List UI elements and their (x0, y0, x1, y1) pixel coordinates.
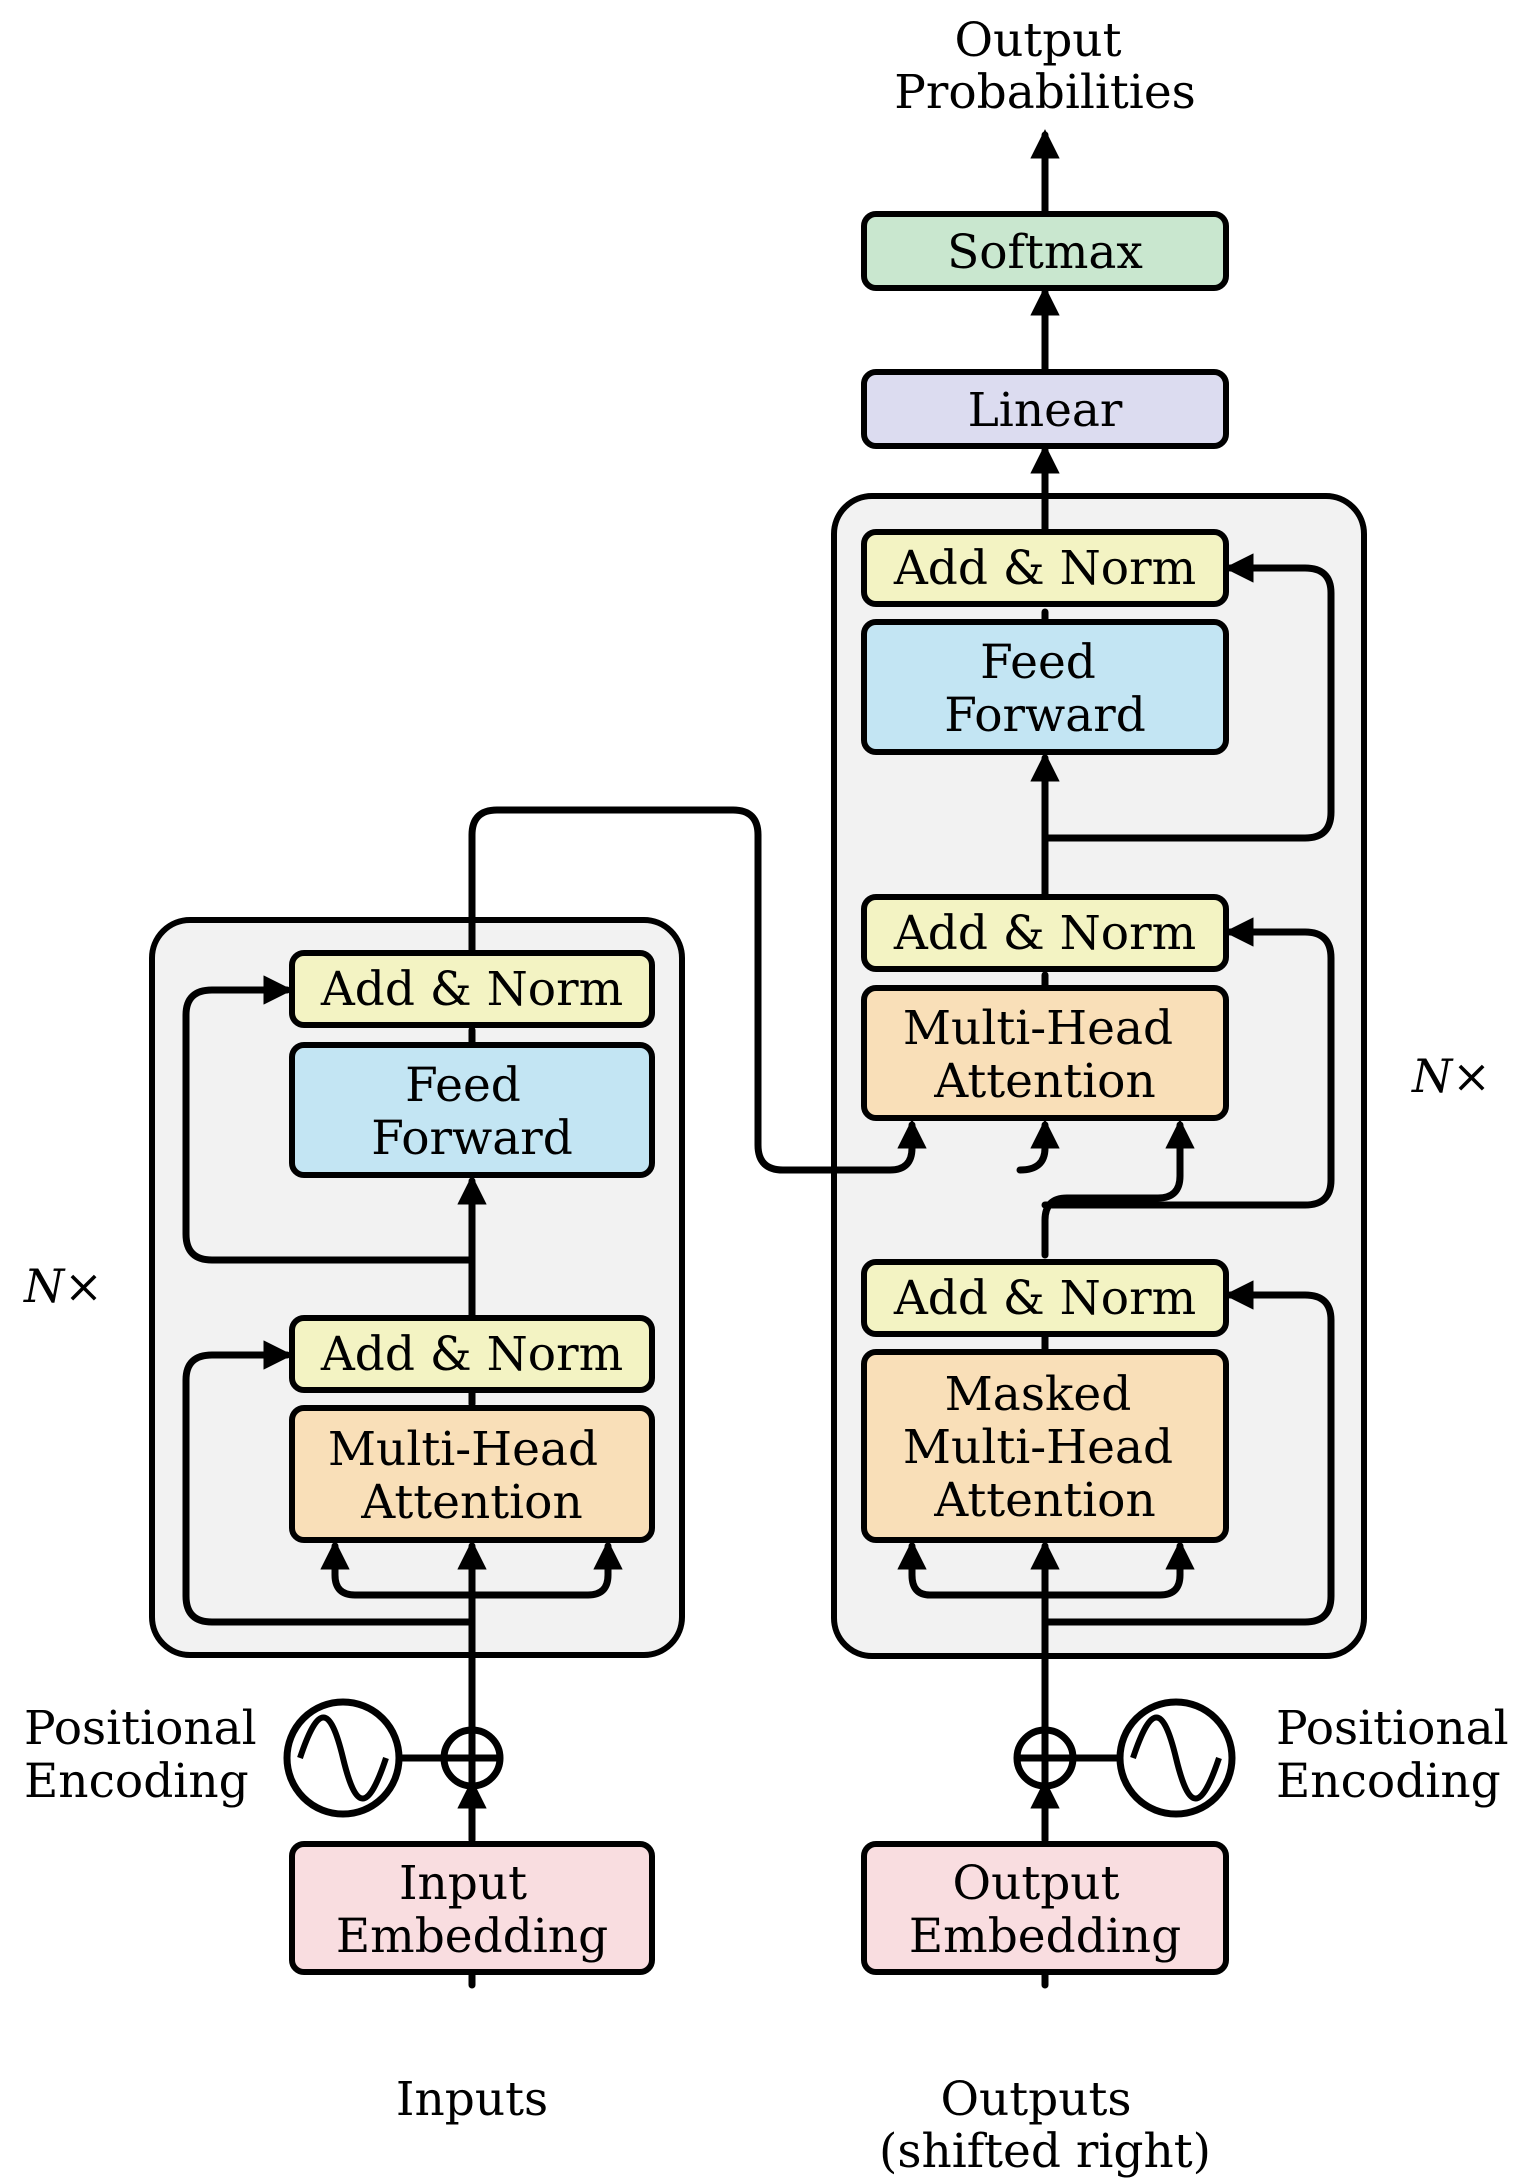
output-probabilities-line1: Output (955, 13, 1122, 68)
enc-add-norm-2-label: Add & Norm (320, 962, 623, 1017)
dec-pe-line1: Positional (1276, 1701, 1509, 1756)
dec-residual2-arrow-icon (1041, 917, 1335, 1209)
input-embedding-box (289, 1841, 655, 1975)
enc-add-norm-2-box (289, 950, 655, 1028)
enc-q-arrow-icon (320, 1540, 476, 1599)
input-embedding-line2: Embedding (336, 1909, 608, 1964)
enc-feed-forward-box (289, 1042, 655, 1178)
dec-plus-circle-icon (1013, 1726, 1077, 1790)
dec-add-norm-2-label: Add & Norm (893, 906, 1196, 961)
enc-residual2-arrow-icon (182, 975, 476, 1264)
dec-feed-forward-box (861, 619, 1229, 755)
dec-add-norm-3-label: Add & Norm (893, 541, 1196, 596)
dec-add-norm-3-box (861, 529, 1229, 607)
enc-ff-line2: Forward (371, 1111, 573, 1166)
dec-v-arrow-icon (1041, 1540, 1195, 1599)
dec-residual1-arrow-icon (1041, 1280, 1335, 1626)
enc-sine-wave-icon (283, 1698, 403, 1818)
dec-masked-line3: Attention (933, 1473, 1155, 1528)
enc-v-arrow-icon (468, 1540, 623, 1599)
dec-add-norm-1-label: Add & Norm (893, 1271, 1196, 1326)
output-probabilities-line2: Probabilities (894, 65, 1196, 120)
encoder-repeat-label: N× (23, 1259, 103, 1313)
enc-attn-line2: Attention (360, 1475, 582, 1530)
linear-label: Linear (968, 383, 1123, 438)
dec-ff-line2: Forward (944, 688, 1146, 743)
dec-pe-line2: Encoding (1276, 1754, 1501, 1809)
enc-add-norm-1-label: Add & Norm (320, 1327, 623, 1382)
dec-query-arrow-icon (1041, 1119, 1195, 1259)
enc-pe-line2: Encoding (24, 1754, 249, 1809)
enc-add-norm-1-box (289, 1315, 655, 1393)
connectors (182, 129, 1335, 1989)
outputs-line2: (shifted right) (879, 2124, 1211, 2179)
softmax-box (861, 211, 1229, 291)
enc-residual1-arrow-icon (182, 1340, 476, 1626)
output-embedding-line1: Output (953, 1856, 1120, 1911)
enc-attn-line1: Multi-Head (328, 1422, 598, 1477)
enc-k-arrow-icon (1016, 1119, 1060, 1174)
linear-box (861, 369, 1229, 449)
outputs-line1: Outputs (940, 2072, 1131, 2127)
dec-cross-attention-box (861, 985, 1229, 1121)
encoder-block (149, 917, 685, 1658)
softmax-label: Softmax (947, 225, 1143, 280)
dec-q-arrow-icon (897, 1540, 1049, 1599)
output-embedding-line2: Embedding (909, 1909, 1181, 1964)
enc-pe-line1: Positional (24, 1701, 257, 1756)
input-embedding-line1: Input (399, 1856, 527, 1911)
dec-ff-line1: Feed (980, 635, 1096, 690)
dec-residual3-arrow-icon (1041, 553, 1335, 842)
output-embedding-box (861, 1841, 1229, 1975)
dec-add-norm-1-box (861, 1259, 1229, 1337)
enc-ff-line1: Feed (405, 1058, 521, 1113)
dec-sine-wave-icon (1116, 1698, 1236, 1818)
dec-masked-attention-box (861, 1349, 1229, 1543)
enc-attention-box (289, 1405, 655, 1543)
dec-masked-line1: Masked (945, 1367, 1132, 1422)
dec-masked-line2: Multi-Head (903, 1420, 1173, 1475)
dec-cross-attn-line2: Attention (933, 1054, 1155, 1109)
inputs-label: Inputs (396, 2072, 548, 2127)
dec-add-norm-2-box (861, 894, 1229, 972)
enc-out-arrow-icon (468, 806, 927, 1174)
dec-cross-attn-line1: Multi-Head (903, 1001, 1173, 1056)
decoder-repeat-label: N× (1411, 1049, 1491, 1103)
enc-plus-circle-icon (440, 1726, 504, 1790)
